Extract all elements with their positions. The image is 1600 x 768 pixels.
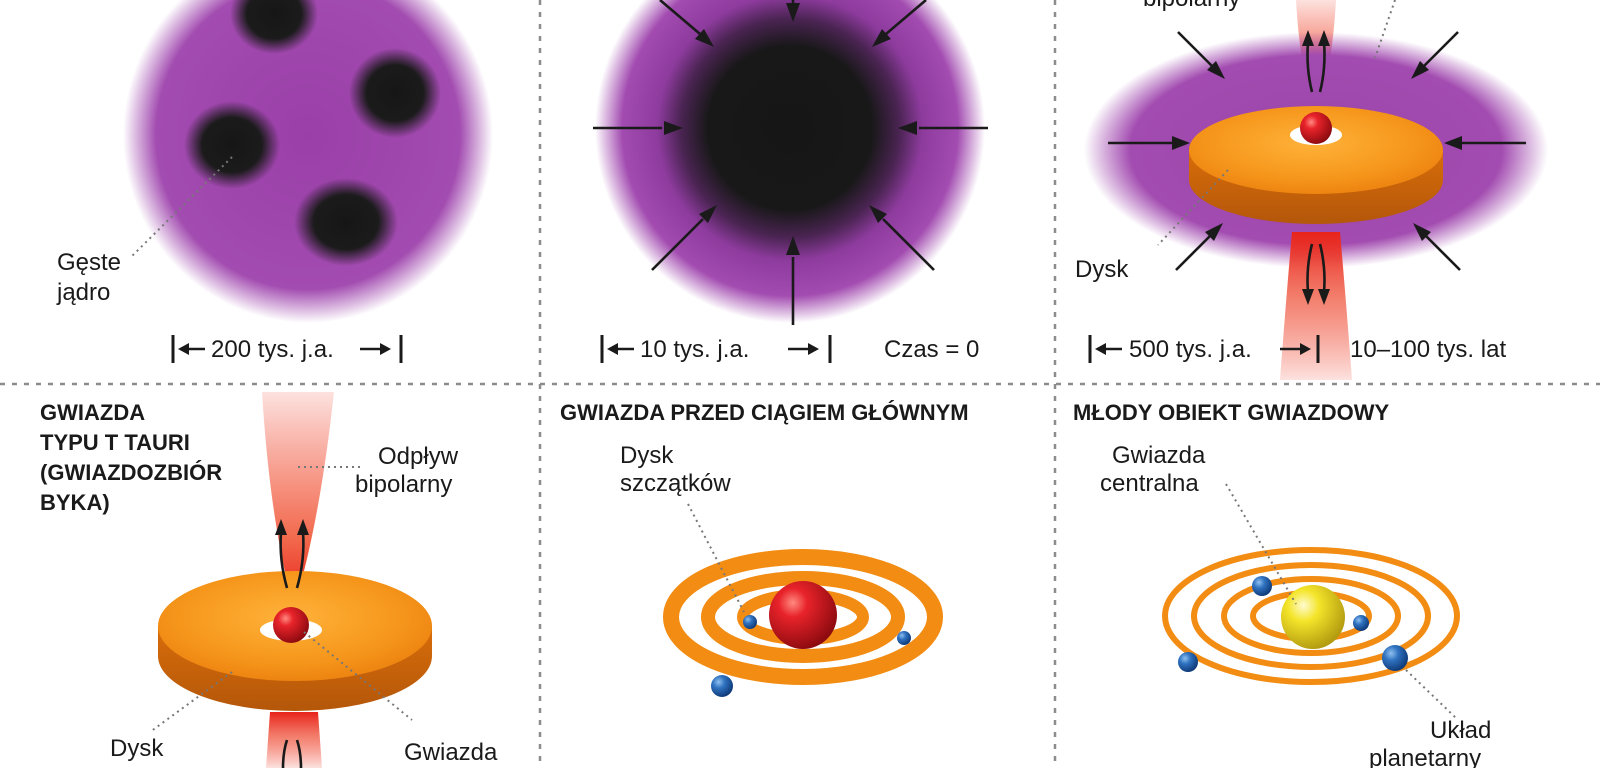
planets-leader-line — [1405, 669, 1457, 719]
bipolar-jet-down — [1280, 232, 1352, 380]
t-tauri-star — [273, 607, 309, 643]
orbit — [1162, 547, 1460, 685]
planet — [1353, 615, 1369, 631]
bipolar-jet-up — [262, 392, 334, 600]
envelope-leader-line — [1374, 0, 1396, 59]
debris-ring — [663, 549, 943, 685]
panel-title: MŁODY OBIEKT GWIAZDOWY — [1073, 400, 1389, 425]
jet-arrows — [275, 519, 309, 768]
orbit — [1191, 562, 1431, 670]
planet — [1252, 576, 1272, 596]
dense-core — [349, 48, 441, 138]
star-leader-line — [1225, 483, 1297, 605]
pre-main-sequence-star — [769, 581, 837, 649]
molecular-cloud — [123, 0, 493, 323]
scale-bar: 200 tys. j.a. — [171, 335, 403, 363]
infall-arrows — [593, 0, 988, 325]
dense-core — [230, 0, 318, 54]
planet — [1382, 645, 1408, 671]
disk-label: Dysk — [110, 735, 164, 762]
planetesimal — [897, 631, 911, 645]
scale-label: 10 tys. j.a. — [640, 336, 749, 363]
bipolar-jet-down — [266, 712, 322, 768]
planet — [1178, 652, 1198, 672]
disk-leader-line — [149, 671, 233, 733]
scale-label: 200 tys. j.a. — [211, 336, 334, 363]
panel-protostar: bipolarny Dysk 500 tys. j.a. 10–100 tys.… — [1075, 0, 1548, 380]
accretion-disk — [1189, 106, 1443, 194]
infall-arrows — [1108, 31, 1526, 271]
orbit — [1221, 576, 1401, 656]
scale-label: 500 tys. j.a. — [1129, 336, 1252, 363]
scale-bar: 500 tys. j.a. — [1088, 335, 1320, 363]
planetesimal — [711, 675, 733, 697]
panel-title: GWIAZDA PRZED CIĄGIEM GŁÓWNYM — [560, 400, 969, 425]
dense-core — [184, 101, 280, 189]
jet-arrows — [1302, 30, 1330, 305]
star-label: Gwiazda — [404, 739, 498, 766]
debris-disk-rings — [663, 549, 943, 685]
planetesimal — [743, 615, 757, 629]
time-label: Czas = 0 — [884, 336, 979, 363]
protostar — [1300, 112, 1332, 144]
debris-ring — [701, 571, 905, 663]
disk-label: Dysk — [1075, 256, 1129, 283]
collapsing-core — [595, 0, 985, 323]
time-label: 10–100 tys. lat — [1350, 336, 1506, 363]
disk-leader-line — [1157, 169, 1229, 246]
planetary-orbits — [1162, 547, 1460, 685]
debris-leader-line — [687, 503, 745, 613]
central-star — [1281, 585, 1345, 649]
outflow-label: bipolarny — [1143, 0, 1240, 12]
scale-bar: 10 tys. j.a. — [600, 335, 832, 363]
dense-core — [294, 178, 398, 266]
panel-collapse: 10 tys. j.a. Czas = 0 — [593, 0, 988, 363]
